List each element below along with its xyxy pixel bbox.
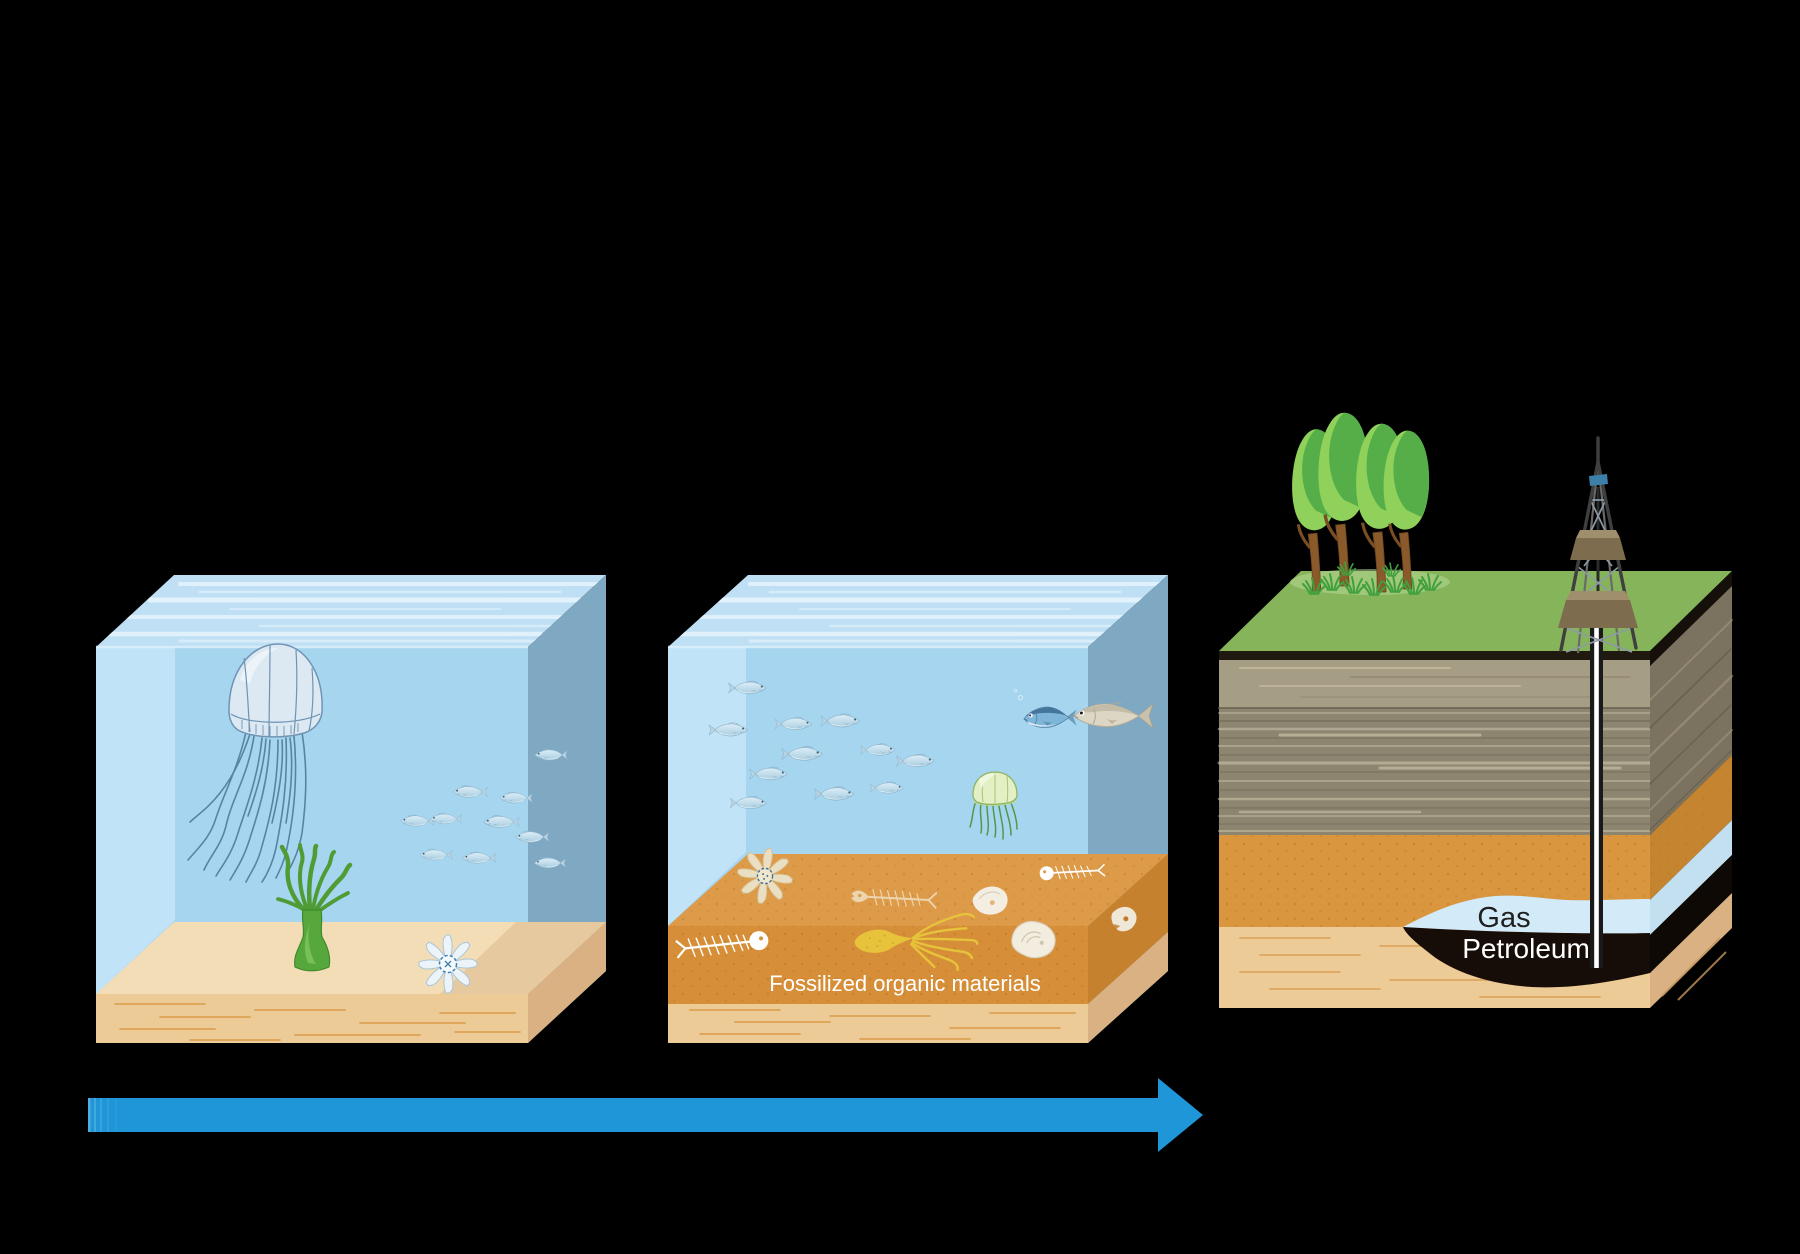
soil-strip-side — [1650, 571, 1732, 666]
water-surface-streaks — [107, 582, 606, 643]
fossil-shell-front-icon — [1011, 920, 1056, 959]
fossil-squid-icon — [854, 912, 979, 972]
stage-3-extraction-box: Gas Petroleum — [1217, 411, 1734, 1008]
fossilized-label: Fossilized organic materials — [769, 971, 1040, 996]
seafloor-top-shadow — [440, 922, 606, 994]
petroleum-pocket — [1403, 927, 1650, 988]
base-grain-2 — [689, 1009, 1076, 1040]
oil-derrick-icon — [1558, 436, 1638, 654]
fossil-shell-top-icon — [972, 886, 1008, 915]
stage-2-fossilized-sediment-box: Fossilized organic materials — [668, 575, 1168, 1043]
base-tan-side-grain — [1661, 937, 1727, 1001]
rock-striations — [1217, 667, 1652, 832]
water-left-wall-2 — [668, 647, 746, 926]
fossil-side-fragment-icon — [1111, 906, 1137, 932]
petroleum-label: Petroleum — [1462, 933, 1590, 964]
rock-side-face — [1650, 586, 1732, 835]
time-arrow — [88, 1078, 1203, 1152]
fossil-skeleton-tan-icon — [851, 889, 938, 909]
big-fish-beige-icon — [1073, 702, 1154, 730]
seafloor-side-face — [528, 922, 606, 1043]
soil-strip-front — [1219, 651, 1650, 660]
big-fish-blue-icon — [1013, 689, 1077, 729]
water-left-wall — [96, 647, 175, 994]
stage-1-marine-life-box — [96, 575, 606, 1043]
fossil-skeleton-white-top-icon — [1039, 863, 1106, 881]
sea-anemone-icon — [276, 843, 353, 972]
seafloor-grain — [114, 1003, 521, 1041]
fossil-starburst-icon — [737, 848, 793, 904]
petroleum-pocket-side — [1650, 855, 1732, 973]
gas-label: Gas — [1477, 902, 1530, 934]
base-tan-side — [1650, 893, 1732, 1008]
fossil-fish-skeleton-front-icon — [675, 931, 769, 959]
base-side-face-2 — [1088, 932, 1168, 1043]
green-jellyfish-icon — [969, 771, 1018, 840]
gas-pocket-side — [1650, 820, 1732, 935]
jellyfish-icon — [187, 643, 323, 883]
water-surface-streaks-2 — [677, 582, 1168, 643]
subsoil-orange-side-dots — [1650, 755, 1732, 900]
rock-side-striations — [1648, 619, 1734, 831]
gas-pocket — [1403, 895, 1650, 934]
plankton-starburst-icon — [418, 934, 478, 994]
